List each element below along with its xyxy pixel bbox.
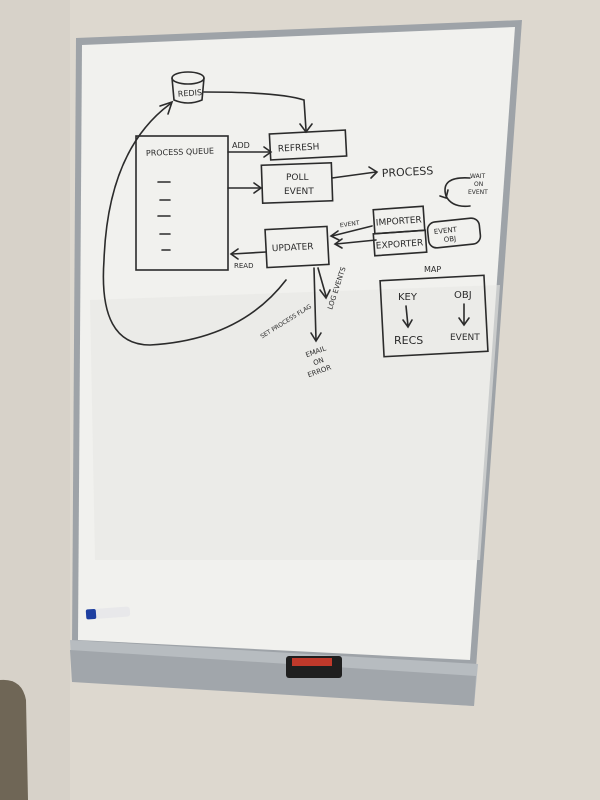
label-wait-on: ON [474,181,483,188]
loop-set-process-flag [102,103,287,346]
label-poll: POLL [286,173,309,183]
label-redis: REDIS [178,88,203,99]
wall-shadow [0,0,70,800]
poll-event-box [260,161,334,205]
label-add: ADD [232,141,250,150]
label-read: READ [234,262,253,270]
label-event: EVENT [284,187,314,197]
label-map: MAP [424,265,441,274]
label-event-obj-2: OBJ [443,235,456,244]
redis-icon [171,71,205,104]
whiteboard-glare [90,285,500,560]
label-process: PROCESS [382,164,434,180]
arrow-redis-refresh [203,91,307,131]
diagram-ink [102,71,489,358]
marker-tray-lip [70,650,476,706]
label-updater: UPDATER [272,242,314,254]
label-exporter: EXPORTER [376,238,424,251]
map-box [379,274,489,358]
process-queue-box [135,135,229,271]
label-event-small: EVENT [339,220,360,230]
label-refresh: REFRESH [278,142,320,154]
label-process-queue: PROCESS QUEUE [146,146,214,157]
label-map-key: KEY [398,292,418,303]
updater-box [264,225,330,269]
chair [0,679,28,800]
marker[interactable] [85,606,131,620]
label-wait: WAIT [470,173,485,180]
label-map-event: EVENT [450,333,480,343]
label-map-obj: OBJ [454,290,472,301]
label-wait-event: EVENT [468,189,488,196]
label-importer: IMPORTER [376,215,423,228]
refresh-box [268,129,348,161]
label-event-obj: EVENT [433,226,458,236]
event-obj-box [426,217,482,249]
eraser[interactable] [286,656,342,678]
exporter-box [372,229,428,257]
label-map-recs: RECS [394,334,423,347]
label-email-on: ON [312,356,325,367]
